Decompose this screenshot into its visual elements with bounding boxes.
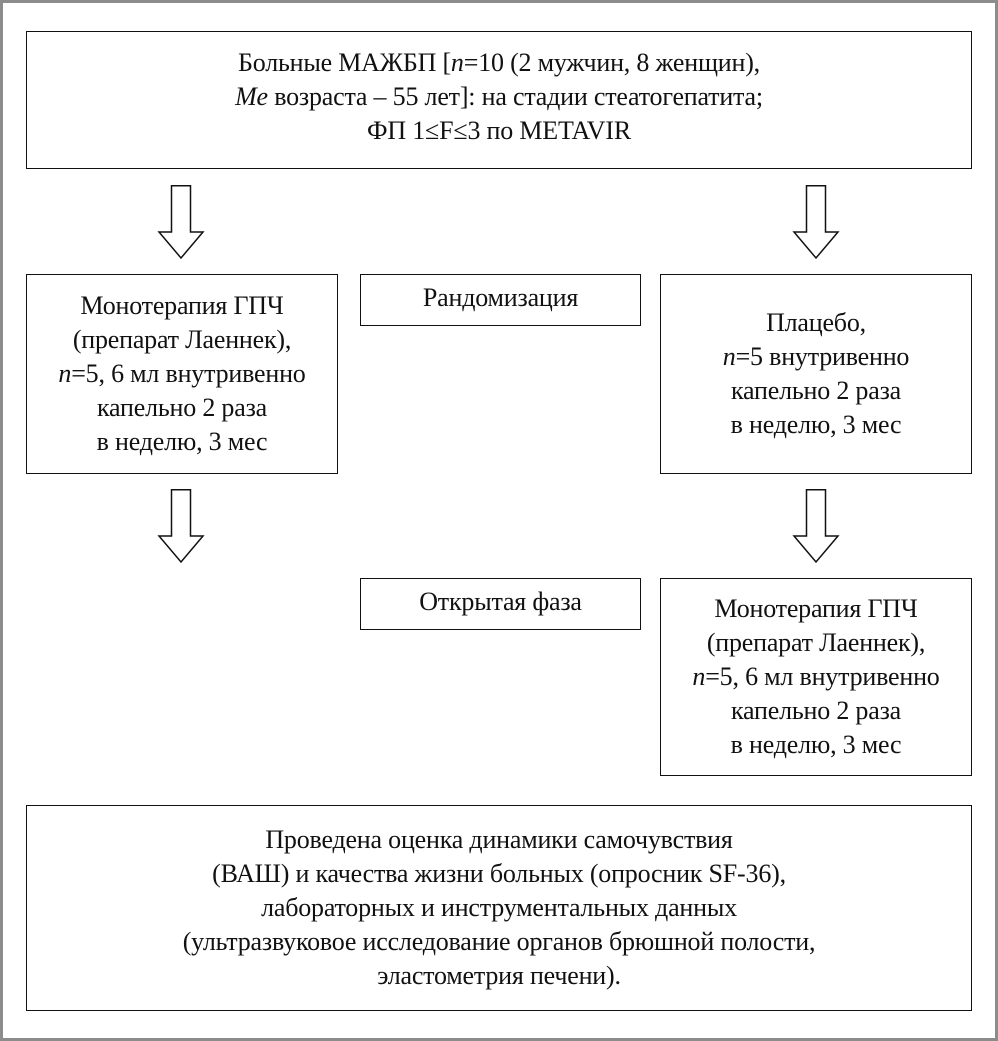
- assessment-line-3: лабораторных и инструментальных данных: [261, 893, 737, 922]
- down-arrow-icon: [792, 185, 840, 260]
- patients-box: Больные МАЖБП [n=10 (2 мужчин, 8 женщин)…: [26, 31, 972, 169]
- assessment-line-2: (ВАШ) и качества жизни больных (опросник…: [212, 859, 786, 888]
- treatment-line-5: в неделю, 3 мес: [96, 427, 268, 456]
- assessment-box: Проведена оценка динамики самочувствия (…: [26, 805, 972, 1011]
- down-arrow-icon: [792, 489, 840, 564]
- open-treatment-line-2: (препарат Лаеннек),: [706, 628, 926, 657]
- open-phase-box: Открытая фаза: [360, 578, 641, 630]
- down-arrow-icon: [157, 489, 205, 564]
- treatment-line-4: капельно 2 раза: [97, 393, 267, 422]
- treatment-line-3: n=5, 6 мл внутривенно: [58, 359, 306, 388]
- open-treatment-line-1: Монотерапия ГПЧ: [714, 594, 918, 623]
- randomization-label: Рандомизация: [422, 283, 579, 312]
- placebo-group-box: Плацебо, n=5 внутривенно капельно 2 раза…: [660, 274, 972, 474]
- patients-line-1: Больные МАЖБП [n=10 (2 мужчин, 8 женщин)…: [238, 48, 760, 77]
- open-treatment-line-4: капельно 2 раза: [731, 696, 901, 725]
- open-treatment-line-5: в неделю, 3 мес: [730, 730, 902, 759]
- placebo-line-1: Плацебо,: [766, 308, 866, 337]
- treatment-line-1: Монотерапия ГПЧ: [80, 291, 284, 320]
- placebo-line-3: капельно 2 раза: [731, 376, 901, 405]
- placebo-line-4: в неделю, 3 мес: [730, 410, 902, 439]
- assessment-line-1: Проведена оценка динамики самочувствия: [265, 825, 733, 854]
- randomization-box: Рандомизация: [360, 274, 641, 326]
- assessment-line-5: эластометрия печени).: [377, 961, 621, 990]
- open-phase-label: Открытая фаза: [419, 587, 582, 616]
- assessment-line-4: (ультразвуковое исследование органов брю…: [182, 927, 816, 956]
- treatment-line-2: (препарат Лаеннек),: [72, 325, 292, 354]
- placebo-line-2: n=5 внутривенно: [722, 342, 910, 371]
- patients-line-3: ФП 1≤F≤3 по METAVIR: [367, 116, 631, 145]
- patients-line-2: Me возраста – 55 лет]: на стадии стеатог…: [235, 82, 763, 111]
- open-treatment-line-3: n=5, 6 мл внутривенно: [692, 662, 940, 691]
- down-arrow-icon: [157, 185, 205, 260]
- open-phase-treatment-box: Монотерапия ГПЧ (препарат Лаеннек), n=5,…: [660, 578, 972, 776]
- treatment-group-box: Монотерапия ГПЧ (препарат Лаеннек), n=5,…: [26, 274, 338, 474]
